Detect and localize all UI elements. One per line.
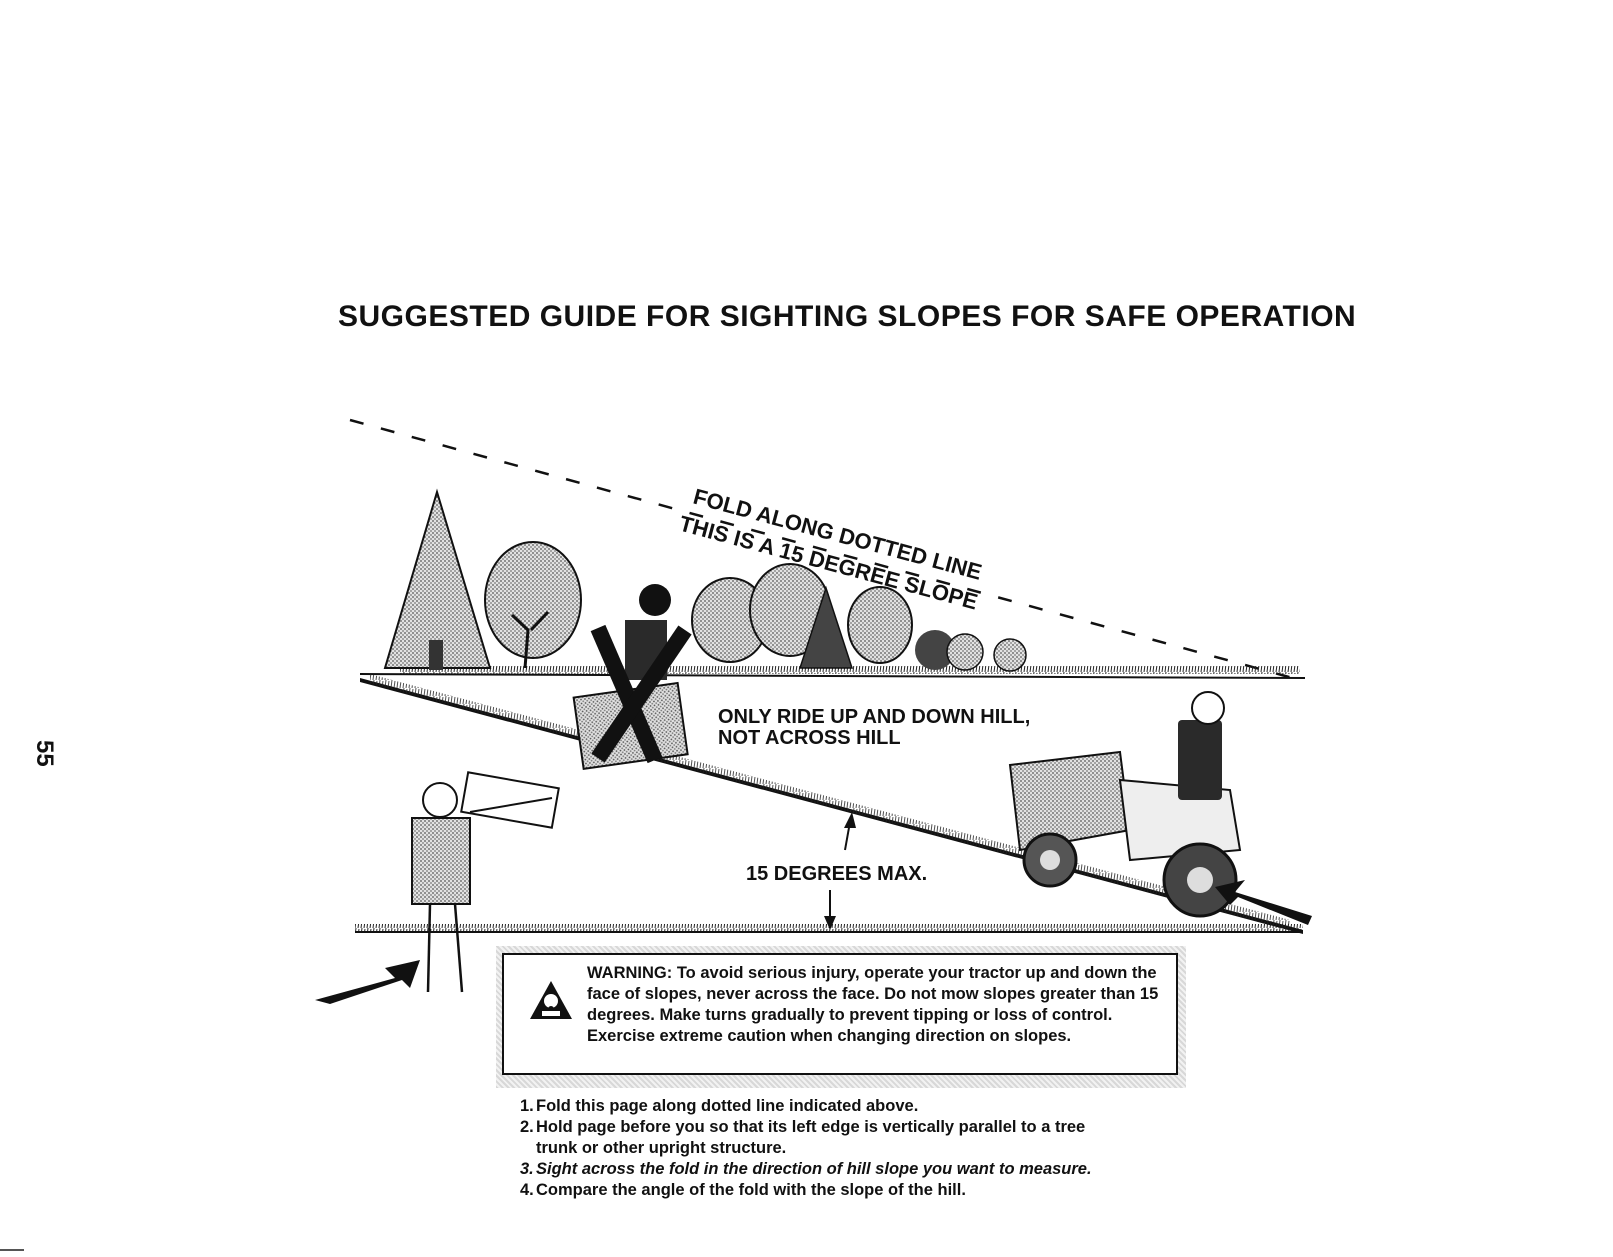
step-4: 4.Compare the angle of the fold with the… (520, 1181, 966, 1199)
warning-box: WARNING: To avoid serious injury, operat… (502, 953, 1178, 1075)
fold-dotted-line (349, 418, 1301, 682)
horizon-grass (400, 666, 1300, 674)
max-angle-label: 15 DEGREES MAX. (746, 863, 928, 885)
wrong-tractor-crossed-icon (572, 584, 692, 771)
arrow-right-icon (315, 960, 420, 1004)
person-sighting-icon (411, 771, 560, 993)
angle-indicator-arrows (824, 812, 856, 930)
step-1: 1.Fold this page along dotted line indic… (520, 1097, 919, 1115)
instruction-steps: 1.Fold this page along dotted line indic… (520, 1096, 1092, 1201)
warning-triangle-icon (530, 981, 572, 1019)
ride-note-line2: NOT ACROSS HILL (718, 727, 901, 749)
ride-note-line1: ONLY RIDE UP AND DOWN HILL, (718, 706, 1031, 728)
deciduous-tree-icon (484, 541, 582, 669)
page-title: SUGGESTED GUIDE FOR SIGHTING SLOPES FOR … (338, 300, 1357, 333)
correct-tractor-icon (1008, 691, 1242, 918)
step-2: 2.Hold page before you so that its left … (520, 1118, 1086, 1157)
arrow-left-icon (1215, 880, 1312, 925)
step-3: 3.Sight across the fold in the direction… (520, 1160, 1092, 1178)
ground-grass (355, 924, 1303, 932)
pine-tree-icon (383, 488, 492, 670)
footer-mark (0, 1249, 24, 1251)
warning-text: WARNING: To avoid serious injury, operat… (587, 964, 1159, 1045)
tree-group-icon (691, 563, 1027, 672)
